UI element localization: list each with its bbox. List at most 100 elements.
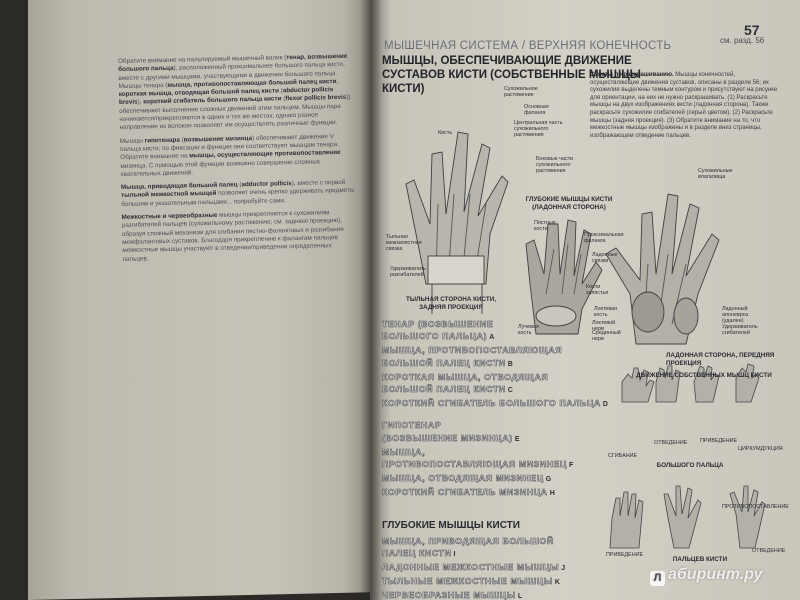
legend-spacer (382, 501, 582, 509)
legend-term: КОРОТКИЙ СГИБАТЕЛЬ БОЛЬШОГО ПАЛЬЦА (382, 398, 601, 409)
hand-drawings (405, 131, 760, 403)
label-abduction-fingers: ОТВЕДЕНИЕ (752, 548, 786, 554)
label-proximal-phalanx-2: Проксимальная фаланга (584, 232, 624, 244)
legend-term: ЛАДОННЫЕ МЕЖКОСТНЫЕ МЫШЦЫ (382, 562, 560, 573)
page-number: 57 (744, 22, 760, 38)
hand-anatomy-illustration: Сухожильное растяжение Основная фаланга … (386, 84, 786, 414)
finger-movement-drawings (609, 485, 766, 549)
legend-group-2-line-2: (ВОЗВЫШЕНИЕ МИЗИНЦА)E (382, 432, 582, 446)
legend-term: МЫШЦА, ПРИВОДЯЩАЯ БОЛЬШОЙ (382, 535, 554, 546)
legend-term: ТЫЛЬНЫЕ МЕЖКОСТНЫЕ МЫШЦЫ (382, 576, 553, 587)
legend-term: БОЛЬШОГО ПАЛЬЦА) (382, 331, 488, 342)
body-text: мизинца. С помощью этой функции возможно… (120, 158, 321, 178)
legend-term: МЫШЦА, ОТВОДЯЩАЯ МИЗИНЕЦ (382, 473, 544, 484)
emphasis-text: возвышение мизинца (183, 134, 253, 144)
subtitle-palmar-view: ЛАДОННАЯ СТОРОНА, ПЕРЕДНЯЯ ПРОЕКЦИЯ (666, 352, 775, 367)
left-page-text: Обратите внимание на пальпируемый мышечн… (118, 53, 359, 269)
hand-abduction-center (663, 485, 702, 549)
legend-key: E (514, 435, 521, 443)
label-circumduction: ЦИРКУМДУКЦИЯ (738, 446, 783, 452)
legend-group-1-line-5: КОРОТКАЯ МЫШЦА, ОТВОДЯЩАЯ (382, 371, 582, 383)
emphasis-text: гипотенара (144, 136, 180, 145)
legend-term: ЧЕРВЕОБРАЗНЫЕ МЫШЦЫ (382, 590, 516, 600)
label-extensor-expansion: Сухожильное растяжение (504, 86, 538, 98)
legend-term: КОРОТКАЯ МЫШЦА, ОТВОДЯЩАЯ (382, 371, 549, 383)
watermark-text: абиринт.ру (668, 566, 763, 583)
hand-abduction (729, 485, 766, 549)
label-palmar-ligaments: Ладонные связки (592, 252, 618, 264)
legend-key: K (554, 579, 561, 587)
left-paragraph-3: Мышца, приводящая большой палец (adducto… (121, 179, 358, 209)
label-median-nerve: Срединный нерв (592, 330, 621, 342)
page-title: МЫШЦЫ, ОБЕСПЕЧИВАЮЩИЕ ДВИЖЕНИЕ СУСТАВОВ … (382, 55, 641, 95)
legend-term: БОЛЬШОЙ ПАЛЕЦ КИСТИ (382, 384, 506, 395)
legend-group-1-line-2: БОЛЬШОГО ПАЛЬЦА)A (382, 330, 582, 344)
legend-key: L (517, 593, 523, 600)
body-text: Мышцы конечностей, осуществляющие движен… (590, 72, 778, 139)
label-extensor-retinaculum: Удерживатель разгибателей (390, 266, 426, 278)
subtitle-deep-muscles: ГЛУБОКИЕ МЫШЦЫ КИСТИ (ЛАДОННАЯ СТОРОНА) (525, 196, 613, 211)
label-dorsal-intercarpal-ligament: Тыльная межзапястная связка (386, 234, 422, 252)
deep-palm-drawing (525, 219, 603, 335)
dorsal-hand-drawing (405, 131, 509, 314)
coloring-tips: Советы по раскрашиванию. Мышцы конечност… (590, 72, 786, 140)
legend-key: F (568, 462, 574, 470)
watermark-logo-icon: Л (650, 571, 665, 586)
label-flexion: СГИБАНИЕ (608, 453, 638, 459)
legend-key: A (489, 334, 496, 342)
legend-term: ТЕНАР (ВОЗВЫШЕНИЕ (382, 319, 494, 330)
subtitle-finger-movement: ПАЛЬЦЕВ КИСТИ (672, 556, 728, 563)
emphasis-text: adductor pollicis (241, 180, 292, 189)
legend-spacer (382, 411, 582, 419)
left-paragraph-1: Обратите внимание на пальпируемый мышечн… (118, 53, 356, 133)
legend-key: J (561, 565, 566, 573)
subtitle-movement: ДВИЖЕНИЕ СОБСТВЕННЫХ МЫШЦ КИСТИ (636, 372, 772, 379)
legend-term: КОРОТКИЙ СГИБАТЕЛЬ МИЗИНЦА (382, 487, 548, 498)
label-metacarpals: Пястные кости (534, 220, 556, 232)
label-ulnar-nerve: Локтевой нерв (592, 320, 616, 332)
legend-term: БОЛЬШОЙ ПАЛЕЦ КИСТИ (382, 357, 506, 368)
legend-key: I (453, 550, 457, 558)
page-reference: см. разд. 56 (720, 36, 765, 45)
legend-group-2-line-3: МЫШЦА, (382, 446, 582, 458)
legend-term: ПРОТИВОПОСТАВЛЯЮЩАЯ МИЗИНЕЦ (382, 459, 567, 470)
legend-key: C (507, 387, 514, 395)
left-paragraph-4: Межкостные и червеобразные мышцы прикреп… (122, 209, 359, 264)
subtitle-thumb-movement: БОЛЬШОГО ПАЛЬЦА (656, 462, 724, 469)
label-hand: Кисть (438, 130, 453, 136)
label-radius: Лучевая кость (518, 324, 539, 336)
legend-key: H (549, 490, 556, 498)
emphasis-text: flexor pollicis brevis (285, 94, 347, 103)
legend-key: G (545, 476, 552, 484)
label-ulna: Локтевая кость (594, 306, 618, 318)
legend-term: ПАЛЕЦ КИСТИ (382, 547, 452, 559)
legend-group-1-line-1: ТЕНАР (ВОЗВЫШЕНИЕ (382, 318, 582, 330)
label-abduction: ОТВЕДЕНИЕ (654, 440, 688, 446)
legend-group-2-line-1: ГИПОТЕНАР (382, 419, 582, 431)
legend-key: D (602, 401, 609, 409)
legend-key: B (507, 360, 514, 368)
deep-muscles-heading: ГЛУБОКИЕ МЫШЦЫ КИСТИ (382, 519, 520, 531)
emphasis-text: Советы по раскрашиванию. (590, 72, 674, 78)
label-carpal-bones: Кости запястья (586, 284, 609, 296)
legend-term: ГИПОТЕНАР (382, 420, 442, 431)
subtitle-dorsal-view: ТЫЛЬНАЯ СТОРОНА КИСТИ, ЗАДНЯЯ ПРОЕКЦИЯ (405, 296, 497, 311)
left-paragraph-2: Мышцы гипотенара (возвышение мизинца) об… (120, 132, 357, 179)
label-palmar-aponeurosis: Ладонный апоневроз (удален) (722, 306, 749, 324)
legend-term: МЫШЦА, (382, 446, 426, 458)
label-lateral-bands: Боковые части сухожильного растяжения (536, 156, 574, 174)
hand-adduction (609, 491, 644, 549)
label-tendon-sheaths: Сухожильные влагалища (698, 168, 733, 180)
